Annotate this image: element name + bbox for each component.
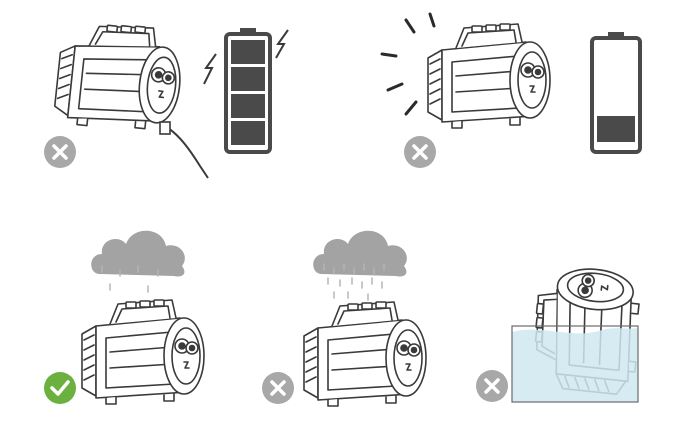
panel-charging-full-battery xyxy=(40,10,320,180)
check-icon xyxy=(42,370,78,406)
light-rain-illustration xyxy=(81,230,205,405)
flickering-lantern-illustration xyxy=(380,12,551,129)
heavy-rain-illustration xyxy=(303,230,427,407)
panel-light-rain xyxy=(40,220,210,410)
full-battery-icon xyxy=(203,26,294,156)
charging-lantern-illustration xyxy=(52,17,209,179)
panel-low-battery xyxy=(380,10,660,180)
submerged-lantern-illustration xyxy=(511,262,646,403)
cross-icon xyxy=(42,134,78,170)
low-battery-icon xyxy=(588,32,644,162)
cross-icon xyxy=(474,368,510,404)
panel-submerged-in-water xyxy=(472,262,662,410)
cross-icon xyxy=(260,370,296,406)
panel-heavy-rain xyxy=(258,220,428,410)
cross-icon xyxy=(402,134,438,170)
